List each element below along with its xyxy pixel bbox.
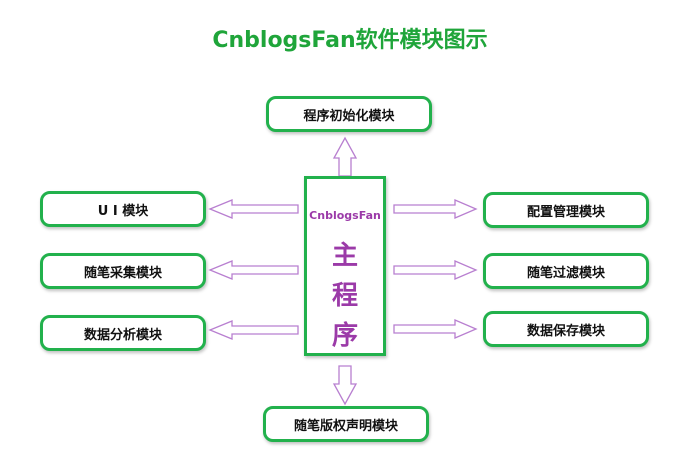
arrow-left-data-analysis (208, 320, 299, 340)
arrow-right-data-save (393, 319, 478, 339)
arrow-up (332, 136, 358, 177)
module-ui: U I 模块 (40, 191, 206, 227)
arrow-right-config (393, 199, 478, 219)
diagram-title: CnblogsFan软件模块图示 (212, 28, 488, 53)
arrow-right-note-filter (393, 260, 478, 280)
main-program-char-2: 程 (331, 281, 358, 311)
main-program-char-1: 主 (331, 241, 358, 271)
module-config: 配置管理模块 (483, 192, 649, 228)
module-data-analysis: 数据分析模块 (40, 315, 206, 351)
module-data-save: 数据保存模块 (483, 311, 649, 347)
module-note-filter: 随笔过滤模块 (483, 253, 649, 289)
main-program-char-3: 序 (331, 321, 358, 351)
module-copyright: 随笔版权声明模块 (263, 406, 429, 442)
main-program-box: CnblogsFan 主 程 序 (304, 176, 386, 356)
module-init: 程序初始化模块 (266, 96, 432, 132)
main-program-name: CnblogsFan (309, 209, 381, 222)
arrow-left-ui (208, 199, 299, 219)
arrow-down (332, 365, 358, 406)
arrow-left-note-collect (208, 260, 299, 280)
module-note-collect: 随笔采集模块 (40, 253, 206, 289)
